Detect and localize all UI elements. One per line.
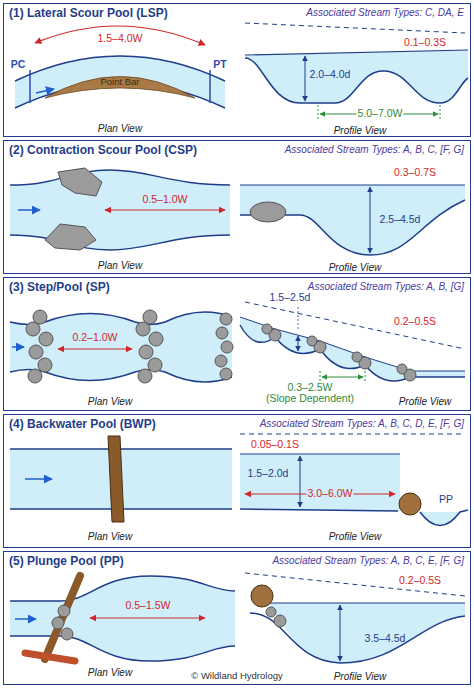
dimension-label: 1.5–2.0d (247, 468, 290, 480)
view-label: Plan View (97, 260, 143, 271)
view-label: Profile View (333, 125, 388, 136)
dimension-label: 5.0–7.0W (357, 108, 404, 120)
dimension-label: 1.5–4.0W (97, 33, 144, 45)
note-label: (Slope Dependent) (265, 393, 355, 405)
view-label: Plan View (87, 531, 133, 542)
view-label: Profile View (398, 396, 453, 407)
view-label: Profile View (328, 531, 383, 542)
view-label: Plan View (97, 123, 143, 134)
feature-label: PP (438, 494, 454, 506)
panel-title: (3) Step/Pool (SP) (9, 280, 110, 294)
slope-label: 0.3–0.7S (393, 167, 437, 179)
panel-title: (1) Lateral Scour Pool (LSP) (9, 6, 168, 20)
panel-title: (4) Backwater Pool (BWP) (9, 417, 156, 431)
panel-title: (5) Plunge Pool (PP) (9, 554, 124, 568)
dimension-label: 0.3–2.5W (287, 382, 334, 394)
feature-label: Point Bar (99, 77, 140, 87)
view-label: Plan View (87, 667, 133, 678)
stream-types-note: Associated Stream Types: A, B, C, [F, G] (285, 144, 464, 155)
point-label: PC (10, 59, 27, 71)
dimension-label: 0.5–1.5W (125, 600, 172, 612)
slope-label: 0.05–0.1S (250, 439, 300, 451)
stream-types-note: Associated Stream Types: A, B, [G] (308, 281, 464, 292)
dimension-label: 1.5–2.5d (269, 292, 312, 304)
pool-panel: (3) Step/Pool (SP) Associated Stream Type… (3, 277, 471, 411)
view-label: Profile View (328, 262, 383, 273)
lateral-scour-pool-art (15, 23, 468, 120)
slope-label: 0.2–0.5S (398, 575, 442, 587)
panel-title: (2) Contraction Scour Pool (CSP) (9, 143, 197, 157)
dimension-label: 2.5–4.5d (379, 214, 422, 226)
point-label: PT (212, 59, 227, 71)
stream-types-note: Associated Stream Types: A, B, C, E, [F,… (272, 555, 464, 566)
pool-panel: (5) Plunge Pool (PP) Associated Stream Ty… (3, 551, 471, 685)
slope-label: 0.2–0.5S (393, 316, 437, 328)
stream-types-note: Associated Stream Types: A, B, C, D, E, … (260, 418, 464, 429)
view-label: Plan View (87, 396, 133, 407)
dimension-label: 3.0–6.0W (307, 488, 354, 500)
pool-panel: (2) Contraction Scour Pool (CSP) Associat… (3, 140, 471, 274)
dimension-label: 3.5–4.5d (364, 633, 407, 645)
dimension-label: 0.5–1.0W (142, 194, 189, 206)
dimension-label: 2.0–4.0d (309, 69, 352, 81)
dimension-label: 0.2–1.0W (72, 332, 119, 344)
pool-panel: (4) Backwater Pool (BWP) Associated Strea… (3, 414, 471, 548)
plunge-pool-art (10, 573, 465, 663)
slope-label: 0.1–0.3S (403, 37, 447, 49)
view-label: Profile View (333, 671, 388, 682)
contraction-scour-pool-art (10, 168, 465, 255)
step-pool-art (10, 302, 465, 383)
copyright-note: © Wildland Hydrology (190, 671, 283, 681)
stream-types-note: Associated Stream Types: C, DA, E (306, 7, 464, 18)
backwater-pool-art (10, 434, 468, 526)
